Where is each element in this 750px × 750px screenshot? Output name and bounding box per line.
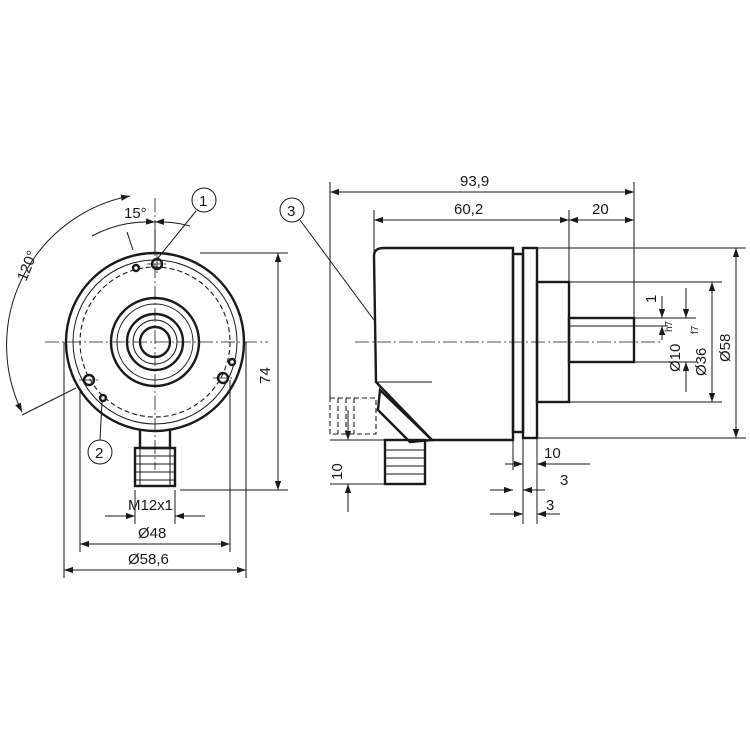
spigot-tolerance-label: f7 (690, 325, 701, 334)
shaft (567, 316, 636, 364)
connector-offset-dimension (330, 410, 385, 512)
shaft-length-label: 20 (592, 201, 609, 218)
shaft-flat-circle (132, 319, 178, 365)
front-connector (133, 430, 177, 488)
callout-3-label: 3 (287, 203, 295, 220)
flange-front (511, 252, 525, 434)
callout-2 (87, 401, 113, 465)
callout-1-label: 1 (199, 193, 207, 210)
spigot-width-bottom-label: 3 (546, 497, 554, 514)
shaft-bore-circle (138, 325, 172, 359)
shaft-diameter-label: Ø10 (667, 344, 684, 372)
mounting-hole-left-small (98, 393, 108, 403)
flat-depth-label: 1 (643, 295, 660, 303)
side-connector (329, 387, 435, 486)
encoder-body (372, 246, 515, 442)
height-74-dimension (180, 252, 288, 491)
flange-diameter-label: Ø58 (717, 334, 734, 362)
shaft-tolerance-label: h7 (664, 320, 675, 332)
flange-plate (521, 246, 539, 440)
shaft-diameter-dimension (634, 288, 696, 392)
outer-diameter-label: Ø58,6 (128, 551, 169, 568)
callout-1 (157, 187, 217, 259)
body-length-dimension (373, 210, 570, 282)
callout-2-label: 2 (95, 445, 103, 462)
front-view: 15° 120° 74 M12x1 Ø48 (6, 187, 288, 578)
flange-offset-label: 10 (544, 445, 561, 462)
mounting-hole-top-small (131, 263, 141, 273)
overall-length-dimension (329, 182, 635, 398)
connector-offset-label: 10 (329, 463, 346, 480)
side-view: 93,9 60,2 20 3 Ø58 (279, 173, 746, 524)
body-length-label: 60,2 (454, 201, 483, 218)
outer-diameter-dimension (63, 342, 247, 578)
angle-120-dimension (6, 194, 131, 416)
overall-length-label: 93,9 (460, 173, 489, 190)
callout-3 (279, 197, 375, 321)
angle-15-label: 15° (124, 205, 147, 222)
thread-dimension (105, 490, 205, 524)
height-74-label: 74 (257, 367, 274, 384)
mounting-hole-right-small (227, 357, 237, 367)
flange-diameter-dimension (537, 247, 746, 439)
thread-label: M12x1 (128, 497, 173, 514)
flange-offset-dimension (505, 432, 590, 524)
spigot-width-top-label: 3 (560, 472, 568, 489)
flat-depth-dimension (634, 296, 668, 340)
angle-120-label: 120° (14, 248, 41, 283)
bolt-circle-label: Ø48 (138, 525, 166, 542)
spigot-diameter-label: Ø36 (693, 348, 710, 376)
spigot-diameter-dimension (569, 281, 722, 403)
bolt-circle-dimension (79, 380, 231, 552)
